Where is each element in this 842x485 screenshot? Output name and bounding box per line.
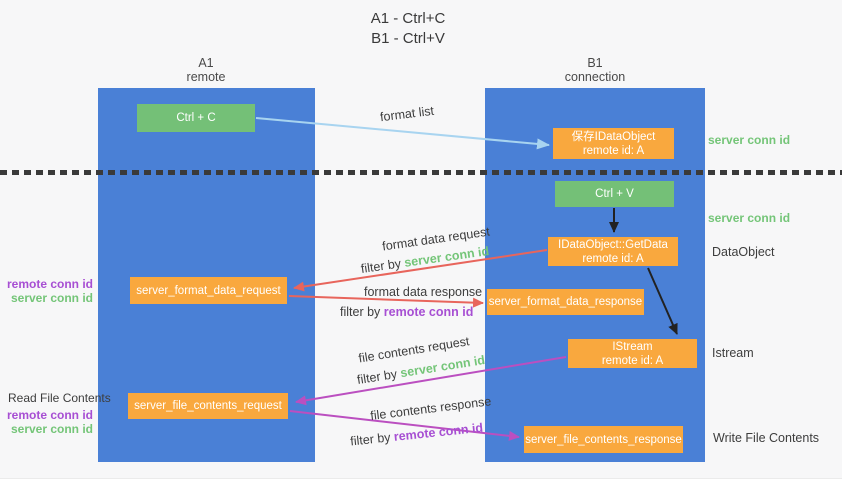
node-istream-label: IStream bbox=[612, 340, 653, 353]
node-getdata-sublabel: remote id: A bbox=[582, 252, 644, 265]
node-getdata-label: IDataObject::GetData bbox=[558, 238, 668, 251]
file-contents-response-filter-label: filter by remote conn id bbox=[349, 421, 484, 449]
file-request-conn-ids: remote conn id server conn id bbox=[7, 408, 93, 436]
remote-conn-id-text: remote conn id bbox=[393, 420, 484, 444]
filter-by-text: filter by bbox=[356, 366, 399, 388]
node-format-request-label: server_format_data_request bbox=[136, 284, 281, 297]
write-file-contents-label: Write File Contents bbox=[713, 431, 820, 445]
node-server-format-data-response: server_format_data_response bbox=[487, 289, 644, 315]
title-line-1: A1 - Ctrl+C bbox=[370, 10, 446, 27]
node-istream-sublabel: remote id: A bbox=[601, 354, 664, 367]
format-list-label: format list bbox=[379, 103, 435, 125]
canvas-bottom-strip bbox=[0, 478, 842, 485]
title-line-2: B1 - Ctrl+V bbox=[371, 30, 445, 47]
lane-a1-header: A1 remote bbox=[146, 56, 266, 84]
server-conn-id-label: server conn id bbox=[10, 291, 93, 305]
node-file-request-label: server_file_contents_request bbox=[134, 400, 282, 412]
lane-a1-name: A1 bbox=[198, 56, 214, 70]
node-save-idataobject: 保存IDataObject remote id: A bbox=[553, 128, 674, 159]
node-save-idataobject-label: 保存IDataObject bbox=[571, 130, 656, 143]
getdata-server-conn-id-label: server conn id bbox=[708, 211, 791, 225]
remote-conn-id-label: remote conn id bbox=[6, 277, 93, 291]
node-idataobject-getdata: IDataObject::GetData remote id: A bbox=[548, 237, 678, 266]
diagram-title: A1 - Ctrl+C B1 - Ctrl+V bbox=[328, 9, 488, 49]
istream-side-label: Istream bbox=[712, 346, 754, 360]
save-server-conn-id-label: server conn id bbox=[708, 133, 791, 147]
session-divider-dotted-line bbox=[0, 170, 842, 175]
format-request-conn-ids: remote conn id server conn id bbox=[7, 277, 93, 305]
node-istream: IStream remote id: A bbox=[568, 339, 697, 368]
lane-b1-subtitle: connection bbox=[564, 70, 626, 84]
node-ctrl-v: Ctrl + V bbox=[555, 181, 674, 207]
node-ctrl-v-label: Ctrl + V bbox=[595, 188, 634, 200]
file-contents-response-label: file contents response bbox=[369, 394, 492, 423]
server-conn-id-label: server conn id bbox=[10, 422, 93, 436]
filter-by-text: filter by bbox=[349, 430, 392, 449]
node-format-response-label: server_format_data_response bbox=[488, 296, 643, 308]
format-data-response-filter-label: filter by remote conn id bbox=[340, 305, 473, 319]
filter-by-text: filter by bbox=[360, 256, 402, 276]
node-ctrl-c-label: Ctrl + C bbox=[176, 112, 216, 124]
node-server-file-contents-response: server_file_contents_response bbox=[524, 426, 683, 453]
remote-conn-id-text: remote conn id bbox=[383, 305, 474, 319]
node-save-idataobject-sublabel: remote id: A bbox=[582, 144, 645, 157]
lane-b1-header: B1 connection bbox=[535, 56, 655, 84]
lane-b1-name: B1 bbox=[587, 56, 603, 70]
filter-by-text: filter by bbox=[340, 305, 381, 319]
dataobject-label: DataObject bbox=[712, 245, 775, 259]
node-file-response-label: server_file_contents_response bbox=[525, 433, 682, 446]
node-ctrl-c: Ctrl + C bbox=[137, 104, 255, 132]
read-file-contents-label: Read File Contents bbox=[8, 391, 111, 405]
lane-a1-subtitle: remote bbox=[186, 70, 226, 84]
remote-conn-id-label: remote conn id bbox=[6, 408, 93, 422]
format-data-response-label: format data response bbox=[364, 285, 483, 299]
node-server-file-contents-request: server_file_contents_request bbox=[128, 393, 288, 419]
node-server-format-data-request: server_format_data_request bbox=[130, 277, 287, 304]
